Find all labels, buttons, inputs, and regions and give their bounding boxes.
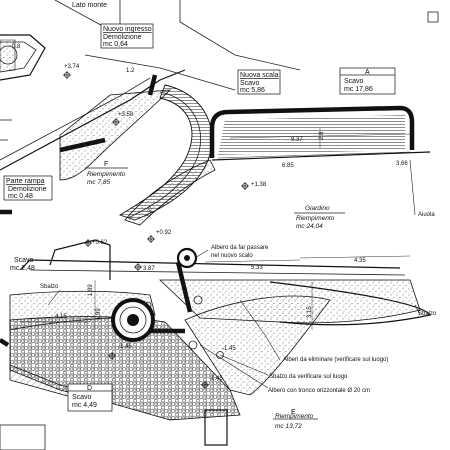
zone-a-basin bbox=[209, 105, 431, 161]
zone-title: Nuovo ingresso bbox=[103, 26, 152, 33]
level-marker bbox=[112, 118, 120, 126]
dimension-label: 3.15 bbox=[307, 306, 313, 318]
level-label: +0.62 bbox=[92, 240, 108, 246]
zone-volume: mc 17,86 bbox=[344, 86, 373, 93]
zone-volume: mc 7,85 bbox=[87, 179, 111, 186]
round-planter bbox=[111, 247, 198, 342]
level-label: +1.38 bbox=[251, 182, 267, 188]
dimension-lines bbox=[20, 128, 411, 330]
level-marker bbox=[241, 182, 249, 190]
site-header: Lato monte bbox=[72, 2, 107, 9]
zone-volume: mc 24,04 bbox=[296, 223, 323, 230]
annotation-line: Albero da far passare bbox=[211, 245, 269, 251]
zone-work: Demolizione bbox=[8, 186, 47, 193]
level-label: 0.8 bbox=[12, 44, 21, 50]
zone-volume: mc 2,48 bbox=[10, 265, 35, 272]
zone-work: Riempimento bbox=[87, 171, 126, 178]
zone-letter: D bbox=[87, 385, 92, 392]
annotation-sbalzo-right: Sbalzo bbox=[418, 311, 437, 317]
zone-work: Riempimento bbox=[296, 215, 335, 222]
annotation-line: nel nuovo scalo bbox=[211, 253, 253, 259]
zone-work: Scavo bbox=[14, 257, 34, 264]
dimension-label: 1.89 bbox=[88, 284, 94, 296]
dimension-labels: 1.2 9.37 2.8 6.85 3.66 1.97 5.33 4.35 3.… bbox=[55, 68, 408, 320]
dimension-label: 4.35 bbox=[354, 258, 366, 264]
zone-volume: mc 0,48 bbox=[8, 193, 33, 200]
dimension-label: 1.2 bbox=[126, 68, 135, 74]
dimension-label: 6.85 bbox=[282, 163, 294, 169]
zone-title: Parte rampa bbox=[6, 178, 45, 185]
level-marker bbox=[201, 381, 209, 389]
zone-volume: mc 5,86 bbox=[240, 87, 265, 94]
zone-f-label: F Riempimento mc 7,85 bbox=[85, 161, 128, 186]
zone-letter: E bbox=[291, 409, 296, 416]
level-marker bbox=[108, 352, 116, 360]
zone-nuovo-ingresso-label: Nuovo ingresso Demolizione mc 0,64 bbox=[100, 23, 154, 49]
level-label: +3.58 bbox=[118, 112, 134, 118]
annotation-albero-scala: Albero da far passare nel nuovo scalo bbox=[211, 245, 269, 259]
level-label: -1.45 bbox=[118, 344, 132, 350]
zone-volume: mc 13,72 bbox=[275, 423, 302, 430]
level-label: +0.92 bbox=[156, 230, 172, 236]
annotation-alberi-eliminare: Alberi da eliminare (verificare sul luog… bbox=[283, 357, 388, 363]
level-labels: +3.74 +3.58 +1.38 +0.62 +0.92 3.87 -1.45… bbox=[12, 44, 267, 382]
level-label: 3.87 bbox=[143, 266, 155, 272]
level-label: -1.45 bbox=[209, 376, 223, 382]
level-marker bbox=[134, 263, 142, 271]
dimension-label: 2.8 bbox=[319, 131, 325, 140]
zone-work: Demolizione bbox=[103, 34, 142, 41]
level-label: +3.74 bbox=[64, 64, 80, 70]
dimension-label: 5.33 bbox=[251, 265, 263, 271]
dimension-label: 1.99 bbox=[96, 308, 102, 320]
dimension-label: 1.97 bbox=[145, 205, 155, 219]
level-label: -1.45 bbox=[222, 346, 236, 352]
zone-letter: F bbox=[104, 161, 108, 168]
zone-title: Giardino bbox=[305, 205, 330, 212]
zone-letter: A bbox=[365, 69, 370, 76]
level-marker bbox=[147, 235, 155, 243]
misc-elements bbox=[0, 11, 439, 450]
zone-work: Scavo bbox=[72, 394, 92, 401]
zone-e-label: E Riempimento mc 13,72 bbox=[273, 409, 318, 430]
trees bbox=[144, 295, 224, 359]
zone-work: Scavo bbox=[344, 78, 364, 85]
zone-volume: mc 0,64 bbox=[103, 41, 128, 48]
zone-parte-rampa-label: Parte rampa Demolizione mc 0,48 bbox=[3, 175, 53, 201]
dimension-label: 4.15 bbox=[55, 314, 67, 320]
leader-lines bbox=[47, 159, 421, 389]
level-marker bbox=[84, 239, 92, 247]
zone-work: Scavo bbox=[240, 80, 260, 87]
zone-scavo-left-label: Scavo mc 2,48 bbox=[10, 257, 35, 272]
annotation-sbalzo-verificare: Sbalzo da verificare sul luogo bbox=[269, 374, 348, 380]
zone-f-ramp bbox=[59, 89, 216, 226]
annotation-aiuola: Aiuola bbox=[418, 212, 435, 218]
dimension-label: 9.37 bbox=[291, 137, 303, 143]
zone-volume: mc 4,49 bbox=[72, 402, 97, 409]
garden-arc bbox=[269, 281, 431, 326]
zone-a-label: A Scavo mc 17,86 bbox=[339, 67, 396, 95]
level-marker bbox=[63, 71, 71, 79]
annotation-sbalzo-left: Sbalzo bbox=[40, 284, 59, 290]
zone-work: Riempimento bbox=[275, 413, 314, 420]
dimension-label: 3.66 bbox=[396, 161, 408, 167]
zone-giardino-label: Giardino Riempimento mc 24,04 bbox=[294, 205, 345, 230]
annotation-albero-tronco: Albero con tronco orizzontale Ø 20 cm bbox=[268, 388, 370, 394]
zone-title: Nuova scala bbox=[240, 72, 279, 79]
level-markers bbox=[63, 71, 249, 389]
zone-d-label: D Scavo mc 4,49 bbox=[67, 383, 113, 412]
zone-nuova-scala-label: Nuova scala Scavo mc 5,86 bbox=[237, 69, 281, 95]
